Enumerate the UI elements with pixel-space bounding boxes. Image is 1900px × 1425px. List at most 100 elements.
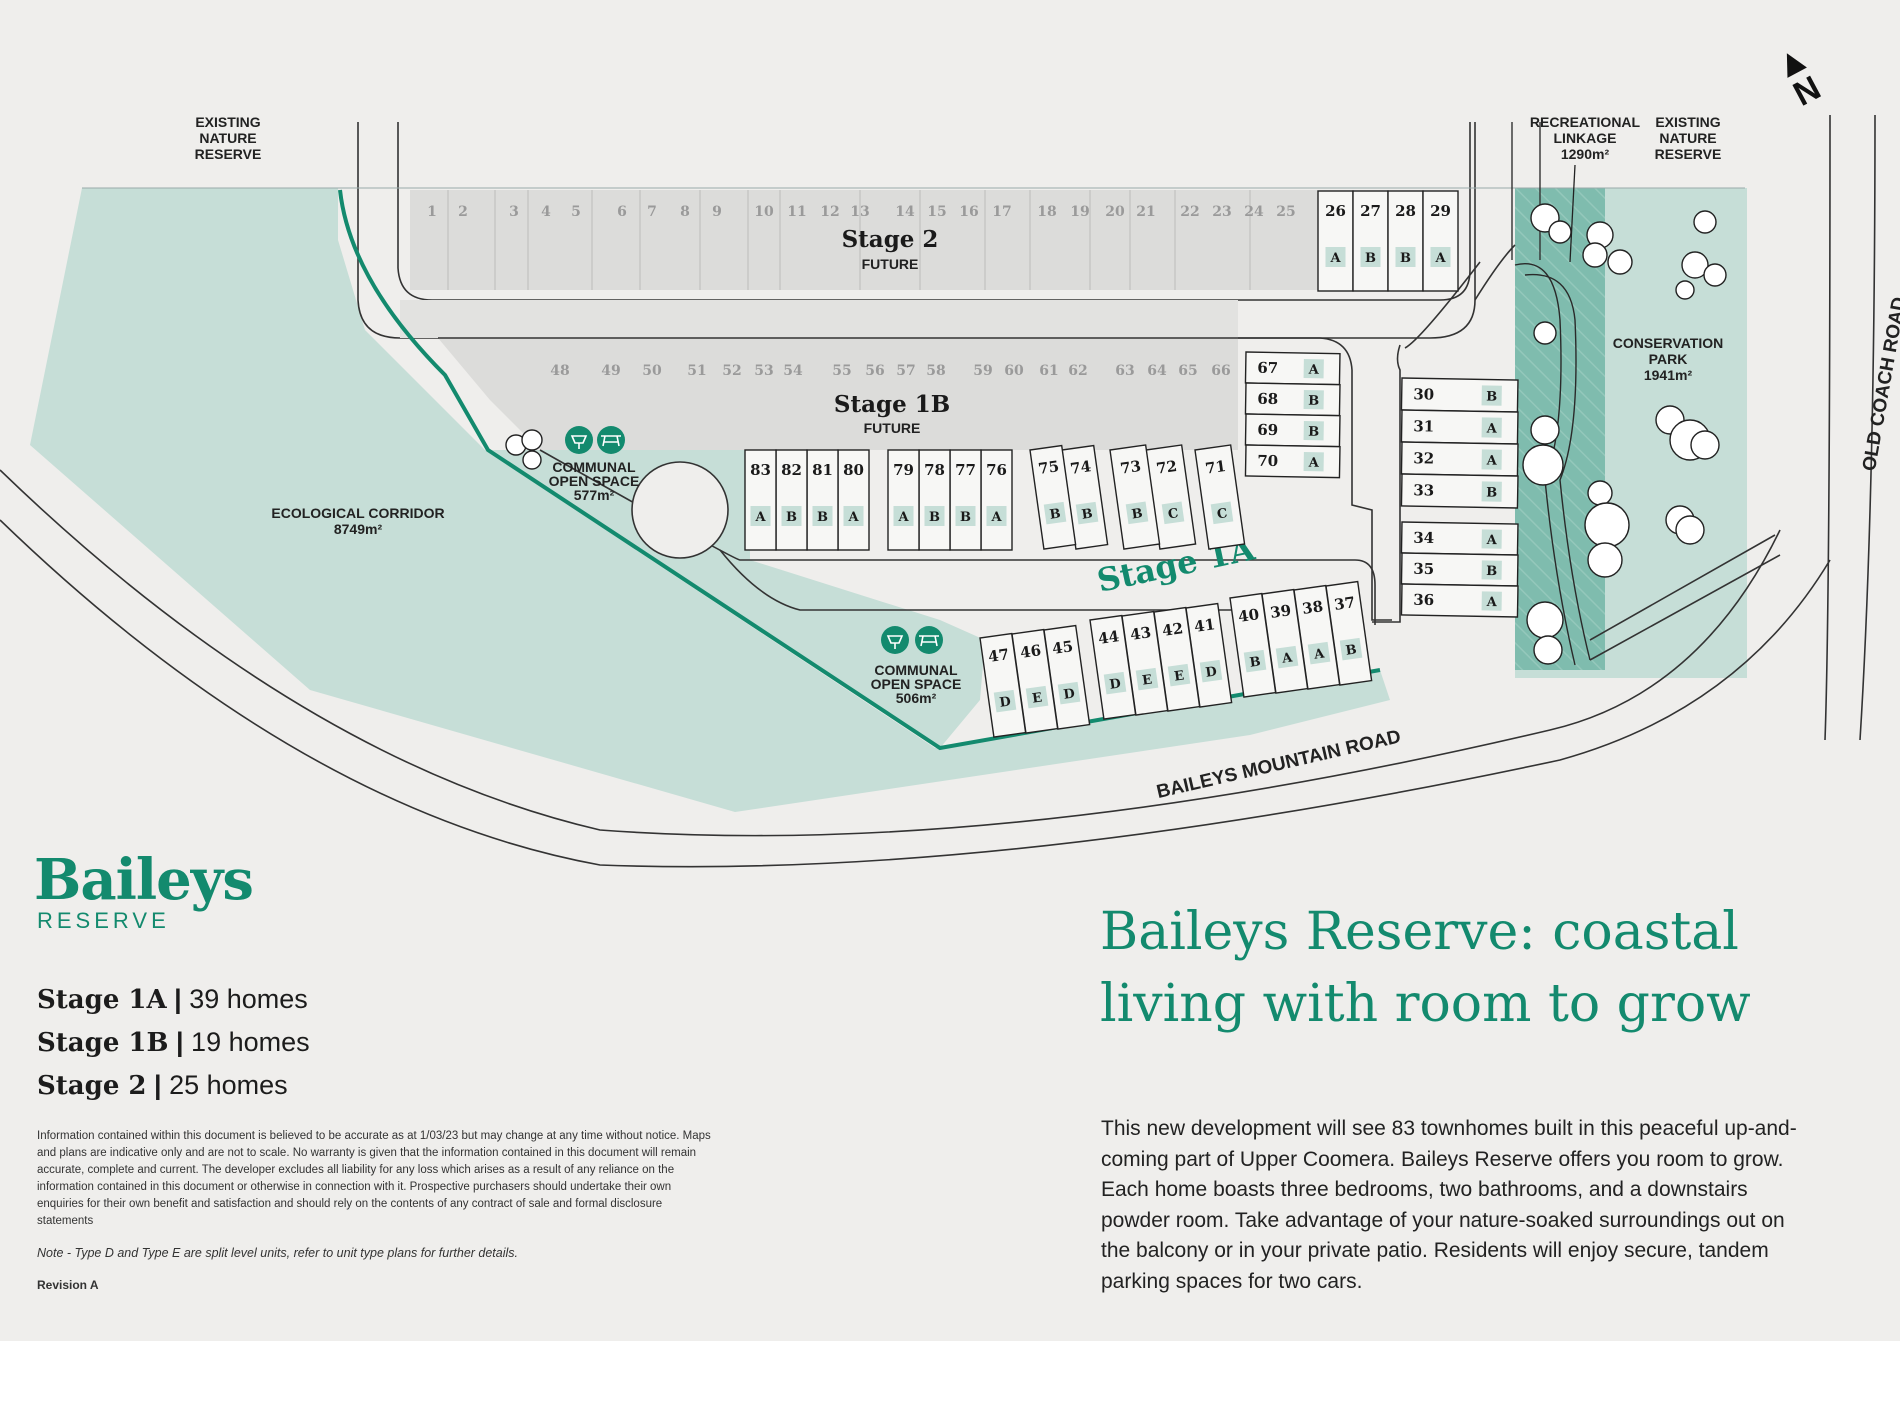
stage1b-title: Stage 1B	[834, 391, 950, 418]
lot-47[interactable]: 47D	[979, 632, 1027, 738]
lot-80[interactable]: 80A	[837, 449, 870, 551]
stage-name: Stage 1B	[37, 1028, 169, 1058]
lot-45[interactable]: 45D	[1043, 624, 1091, 730]
lot-number: 42	[1161, 619, 1184, 640]
lot-40[interactable]: 40B	[1229, 592, 1277, 698]
picnic-table-icon	[915, 626, 943, 654]
future-lot-number: 3	[509, 204, 519, 220]
lot-26[interactable]: 26A	[1317, 190, 1354, 292]
entry-road	[1589, 534, 1781, 661]
lot-type-badge: B	[1400, 251, 1411, 266]
lot-number: 74	[1069, 457, 1092, 478]
svg-text:COMMUNAL: COMMUNAL	[874, 662, 958, 678]
lot-type-badge: D	[1063, 686, 1076, 702]
lot-46[interactable]: 46E	[1011, 628, 1059, 734]
lot-39[interactable]: 39A	[1261, 588, 1309, 694]
lot-type-badge: A	[1486, 533, 1498, 548]
lot-number: 43	[1129, 623, 1152, 644]
lot-type-badge: B	[1308, 394, 1319, 409]
lot-number: 83	[750, 461, 771, 479]
future-lot-number: 4	[541, 204, 551, 220]
svg-text:8749m²: 8749m²	[334, 521, 383, 537]
lot-78[interactable]: 78B	[918, 449, 951, 551]
lot-43[interactable]: 43E	[1121, 610, 1169, 716]
baileys-reserve-logo: Baileys RESERVE	[34, 852, 254, 934]
lot-type-badge: A	[847, 510, 859, 525]
lot-type-badge: A	[1312, 646, 1326, 663]
lot-72[interactable]: 72C	[1145, 444, 1197, 550]
lot-79[interactable]: 79A	[887, 449, 920, 551]
stage-summary-row: Stage 2 | 25 homes	[37, 1064, 310, 1107]
lot-81[interactable]: 81B	[806, 449, 839, 551]
lot-27[interactable]: 27B	[1352, 190, 1389, 292]
lot-type-badge: A	[1308, 363, 1320, 378]
future-lot-number: 22	[1180, 204, 1199, 220]
lot-82[interactable]: 82B	[775, 449, 808, 551]
future-lot-number: 17	[992, 204, 1011, 220]
lot-type-badge: C	[1216, 506, 1228, 522]
recreational-linkage-leader	[1569, 164, 1576, 263]
future-lot-number: 61	[1039, 363, 1058, 379]
lot-77[interactable]: 77B	[949, 449, 982, 551]
future-lot-number: 54	[783, 363, 803, 379]
baileys-mountain-road-edge-north	[0, 469, 1781, 837]
svg-text:1290m²: 1290m²	[1561, 146, 1610, 162]
svg-text:RECREATIONAL: RECREATIONAL	[1530, 114, 1641, 130]
future-lot-number: 53	[754, 363, 773, 379]
lot-type-badge: E	[1031, 690, 1043, 706]
lot-76[interactable]: 76A	[980, 449, 1013, 551]
future-lot-number: 13	[850, 204, 869, 220]
lot-number: 68	[1257, 390, 1278, 408]
future-lot-number: 15	[927, 204, 946, 220]
lot-type-badge: B	[1081, 506, 1094, 522]
lot-type-badge: C	[1167, 506, 1179, 522]
lot-68[interactable]: 68 B	[1244, 382, 1341, 417]
lot-type-badge: B	[1308, 425, 1319, 440]
lot-67[interactable]: 67 A	[1244, 351, 1341, 386]
lot-type-badge: B	[1486, 485, 1497, 500]
stage2-road-band	[400, 300, 1238, 338]
label-communal-open-space-1: COMMUNAL OPEN SPACE 577m²	[549, 459, 640, 503]
lot-73[interactable]: 73B	[1109, 444, 1161, 550]
lot-type-badge: A	[1329, 251, 1341, 266]
future-lot-number: 5	[571, 204, 581, 220]
lot-42[interactable]: 42E	[1153, 606, 1201, 712]
lot-number: 67	[1257, 359, 1278, 377]
lot-71[interactable]: 71C	[1194, 444, 1246, 550]
lot-number: 40	[1237, 605, 1260, 626]
lot-74[interactable]: 74B	[1061, 444, 1109, 550]
future-lot-number: 16	[959, 204, 978, 220]
future-lot-number: 62	[1068, 363, 1087, 379]
svg-text:PARK: PARK	[1649, 351, 1688, 367]
future-lot-number: 55	[832, 363, 851, 379]
lot-number: 79	[893, 461, 914, 479]
lot-44[interactable]: 44D	[1089, 614, 1137, 720]
label-ecological-corridor: ECOLOGICAL CORRIDOR 8749m²	[271, 505, 444, 537]
future-lot-number: 6	[617, 204, 627, 220]
lot-38[interactable]: 38A	[1293, 584, 1341, 690]
lot-37[interactable]: 37B	[1325, 580, 1373, 686]
svg-text:1941m²: 1941m²	[1644, 367, 1693, 383]
svg-text:EXISTING: EXISTING	[195, 114, 260, 130]
stage-homes: 39 homes	[189, 984, 308, 1014]
lot-29[interactable]: 29A	[1422, 190, 1459, 292]
lot-number: 32	[1413, 449, 1434, 467]
cul-de-sac	[631, 461, 729, 559]
lot-75[interactable]: 75B	[1029, 444, 1077, 550]
lot-type-badge: D	[1109, 676, 1122, 692]
lot-number: 37	[1333, 593, 1356, 614]
lot-83[interactable]: 83A	[744, 449, 777, 551]
lot-28[interactable]: 28B	[1387, 190, 1424, 292]
lot-type-badge: E	[1141, 672, 1153, 688]
future-lot-number: 63	[1115, 363, 1134, 379]
